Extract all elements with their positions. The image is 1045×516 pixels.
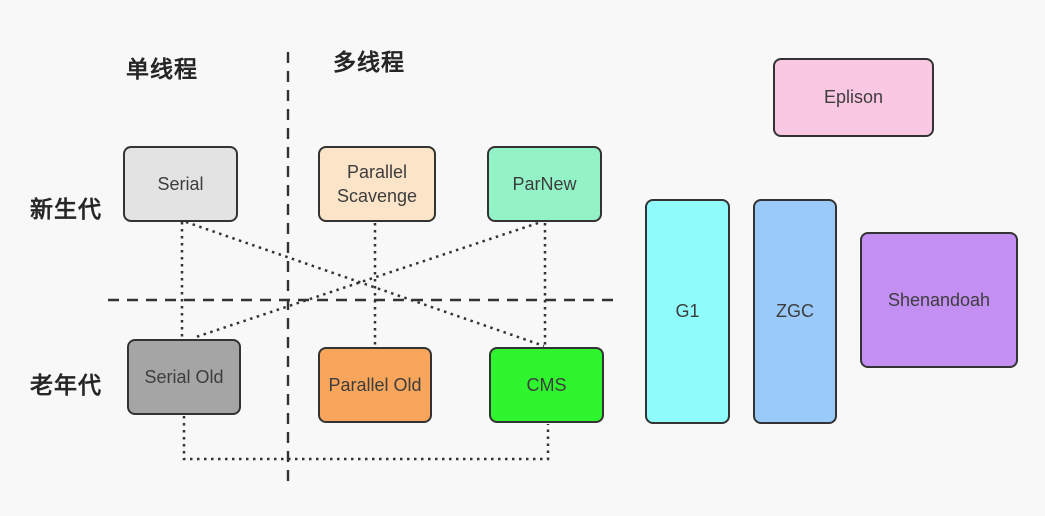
node-g1: G1 [645, 199, 730, 424]
node-eplison: Eplison [773, 58, 934, 137]
connector-serial-to-cms [185, 220, 545, 348]
node-serial-old-label: Serial Old [144, 366, 224, 387]
connector-serial-old-to-cms-elbow [182, 416, 550, 461]
node-parnew-label: ParNew [512, 173, 577, 194]
connector-parnew-to-serial-old [192, 221, 539, 340]
node-cms-label: CMS [526, 374, 567, 395]
node-eplison-label: Eplison [823, 87, 884, 108]
node-serial: Serial [123, 146, 238, 222]
node-zgc-label: ZGC [776, 301, 814, 322]
node-shenandoah: Shenandoah [860, 232, 1018, 368]
node-serial-label: Serial [157, 173, 204, 194]
region-label-old-generation: 老年代 [30, 372, 102, 398]
node-parnew: ParNew [487, 146, 602, 222]
node-parallel-old-label: Parallel Old [328, 374, 422, 395]
node-parallel-scavenge: Parallel Scavenge [318, 146, 436, 222]
node-shenandoah-label: Shenandoah [887, 289, 991, 310]
node-zgc: ZGC [753, 199, 837, 424]
region-label-young-generation: 新生代 [30, 196, 102, 222]
node-parallel-old: Parallel Old [318, 347, 432, 423]
node-cms: CMS [489, 347, 604, 423]
node-serial-old: Serial Old [127, 339, 241, 415]
node-g1-label: G1 [675, 301, 700, 322]
node-parallel-scavenge-label: Parallel Scavenge [336, 161, 418, 206]
region-label-multi-thread: 多线程 [333, 49, 405, 75]
region-label-single-thread: 单线程 [126, 56, 198, 82]
